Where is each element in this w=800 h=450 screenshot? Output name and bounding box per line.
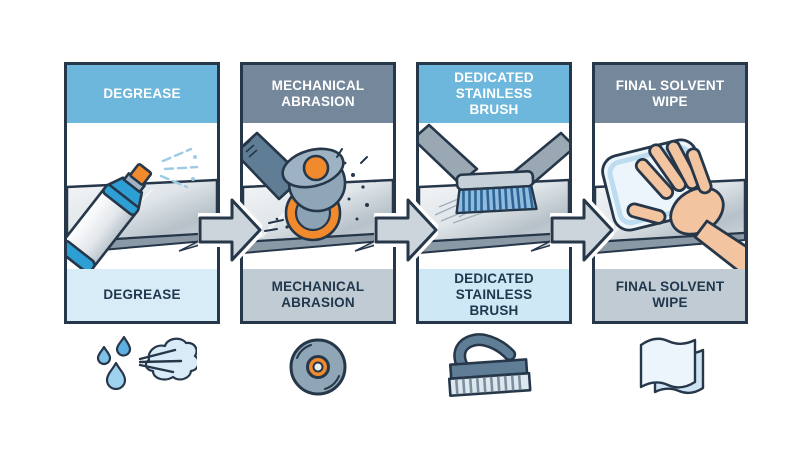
step-title: FINAL SOLVENT WIPE bbox=[615, 78, 725, 109]
step-label: DEGREASE bbox=[67, 269, 217, 321]
step-header: DEGREASE bbox=[67, 65, 217, 123]
step-label: FINAL SOLVENT WIPE bbox=[595, 269, 745, 321]
step-label: DEDICATED STAINLESS BRUSH bbox=[419, 269, 569, 321]
arrow-right-icon bbox=[550, 196, 614, 264]
step-panel-degrease: DEGREASE bbox=[64, 62, 220, 324]
step-label-text: DEDICATED STAINLESS BRUSH bbox=[454, 271, 534, 318]
step-label-text: MECHANICAL ABRASION bbox=[271, 279, 365, 310]
step-header: FINAL SOLVENT WIPE bbox=[595, 65, 745, 123]
step-panel-mechanical-abrasion: MECHANICAL ABRASION bbox=[240, 62, 396, 324]
step-header: DEDICATED STAINLESS BRUSH bbox=[419, 65, 569, 123]
spray-can-illustration bbox=[67, 123, 217, 269]
wire-brush-illustration bbox=[419, 123, 569, 269]
grinding-disc-icon bbox=[263, 330, 373, 404]
step-header: MECHANICAL ABRASION bbox=[243, 65, 393, 123]
wire-brush-icon bbox=[439, 330, 549, 404]
step-label-text: DEGREASE bbox=[103, 287, 181, 302]
spray-mist-droplets-icon bbox=[87, 330, 197, 404]
step-panel-solvent-wipe: FINAL SOLVENT WIPE bbox=[592, 62, 748, 324]
step-title: DEDICATED STAINLESS BRUSH bbox=[454, 70, 534, 117]
step-title: DEGREASE bbox=[103, 86, 181, 101]
folded-wipes-icon bbox=[615, 330, 725, 404]
step-label-text: FINAL SOLVENT WIPE bbox=[615, 279, 725, 310]
arrow-right-icon bbox=[374, 196, 438, 264]
step-title: MECHANICAL ABRASION bbox=[271, 78, 365, 109]
arrow-right-icon bbox=[198, 196, 262, 264]
angle-grinder-illustration bbox=[243, 123, 393, 269]
step-panel-stainless-brush: DEDICATED STAINLESS BRUSH bbox=[416, 62, 572, 324]
hand-wipe-illustration bbox=[595, 123, 745, 269]
step-label: MECHANICAL ABRASION bbox=[243, 269, 393, 321]
